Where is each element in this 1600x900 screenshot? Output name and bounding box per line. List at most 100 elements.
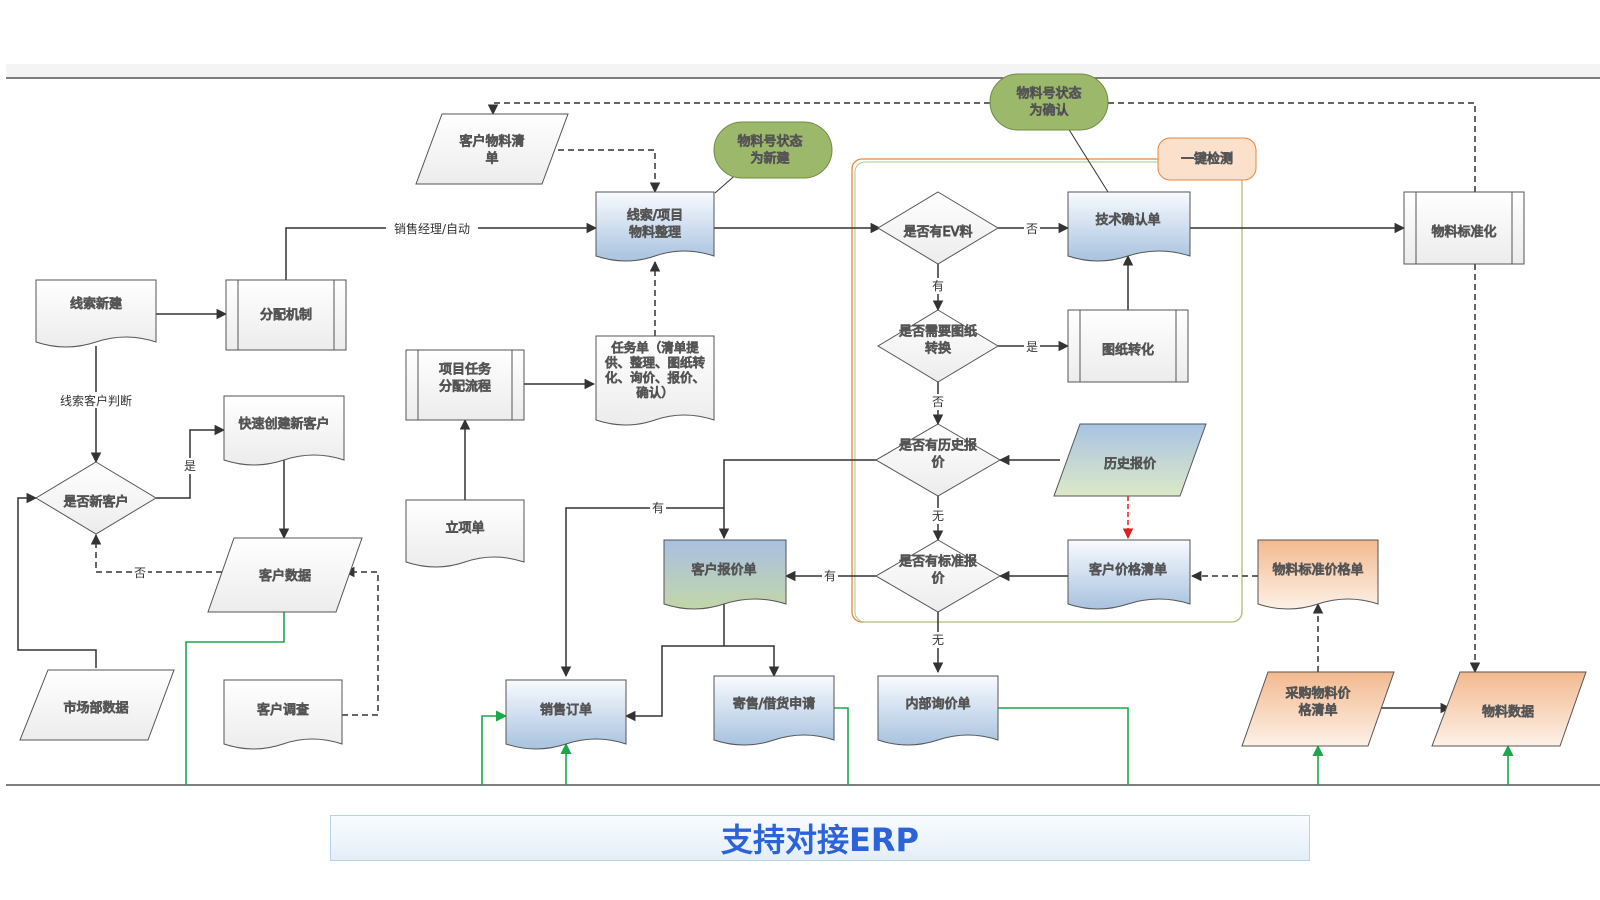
node-customer-price-list-label: 客户价格清单 [1089, 562, 1167, 578]
label-line: 价 [931, 572, 944, 587]
label-line: 寄售/借货申请 [733, 696, 815, 712]
label-line: 技术确认单 [1095, 213, 1160, 228]
node-customer-survey-label: 客户调查 [257, 702, 309, 718]
decision-is-ev: 是否有EV料 [877, 191, 999, 265]
node-quick-create-customer-label: 快速创建新客户 [238, 416, 329, 432]
node-customer-material-list: 客户物料清单 [415, 113, 569, 185]
node-material-std-price: 物料标准价格单 [1257, 539, 1379, 610]
erp-line-inquiry [998, 707, 1129, 785]
decision-has-standard-quote: 是否有标准报价 [875, 539, 1001, 613]
label-line: 确认） [636, 385, 674, 400]
label-lead-customer-judge: 线索客户判断 [60, 393, 132, 408]
label-hasstd-none: 无 [932, 633, 944, 647]
label-newcust-yes: 是 [184, 459, 196, 473]
node-drawing-convert: 图纸转化 [1067, 309, 1189, 383]
node-assign-mechanism: 分配机制 [225, 279, 347, 351]
decision-has-history-quote-label: 是否有历史报价 [899, 439, 977, 471]
decision-has-history-quote: 是否有历史报价 [875, 423, 1001, 497]
label-ev-no: 否 [1026, 222, 1038, 236]
node-history-quote: 历史报价 [1053, 423, 1207, 497]
label-line: 是否有EV料 [903, 225, 972, 240]
one-click-check-region-inner [854, 161, 1243, 623]
label-line: 是否有历史报 [899, 439, 977, 454]
label-line: 是否需要图纸 [899, 325, 977, 340]
erp-line-sales-left [481, 710, 508, 785]
node-purchase-price-list-label: 采购物料价格清单 [1285, 686, 1350, 719]
node-project-task-flow: 项目任务分配流程 [405, 349, 525, 421]
label-line: 市场部数据 [63, 700, 128, 716]
label-line: 采购物料价 [1285, 686, 1350, 702]
node-task-sheet-label: 任务单（清单提供、整理、图纸转化、询价、报价、确认） [605, 340, 705, 400]
tag-status-new: 物料号状态为新建 [713, 121, 833, 179]
node-material-data-label: 物料数据 [1482, 705, 1534, 720]
label-line: 内部询价单 [905, 696, 970, 712]
label-line: 任务单（清单提 [611, 340, 699, 355]
node-project-task-flow-label: 项目任务分配流程 [439, 362, 491, 395]
label-hashist-have: 有 [652, 501, 664, 515]
node-internal-inquiry: 内部询价单 [877, 675, 999, 746]
label-line: 客户物料清 [459, 134, 524, 150]
label-line: 化、询价、报价、 [605, 370, 705, 385]
tag-status-confirm-label: 物料号状态为确认 [1016, 87, 1081, 119]
label-line: 是否有标准报 [899, 555, 977, 570]
node-tech-confirm-label: 技术确认单 [1095, 213, 1160, 228]
label-line: 客户报价单 [691, 562, 756, 578]
decision-has-standard-quote-label: 是否有标准报价 [899, 555, 977, 587]
label-line: 物料标准化 [1431, 225, 1496, 240]
node-material-std-price-label: 物料标准价格单 [1272, 562, 1363, 578]
label-line: 为确认 [1029, 104, 1068, 119]
label-line: 项目任务 [439, 362, 491, 378]
label-line: 单 [485, 152, 498, 167]
label-line: 价 [931, 456, 944, 471]
node-project-sheet-label: 立项单 [445, 521, 484, 536]
edges [17, 102, 1481, 722]
edge-assign-to-sort [285, 222, 598, 280]
label-drawing-yes: 是 [1026, 340, 1038, 354]
label-line: 立项单 [445, 521, 484, 536]
node-market-data: 市场部数据 [19, 669, 175, 741]
label-line: 线索新建 [70, 296, 122, 312]
node-customer-data-label: 客户数据 [259, 568, 311, 584]
label-hasstd-have: 有 [824, 569, 836, 583]
erp-banner-text: 支持对接ERP [721, 821, 919, 859]
label-line: 为新建 [750, 151, 789, 167]
node-lead-material-sort: 线索/项目物料整理 [595, 191, 715, 262]
node-drawing-convert-label: 图纸转化 [1102, 343, 1154, 358]
label-line: 物料数据 [1482, 705, 1534, 720]
node-sales-order: 销售订单 [505, 679, 627, 750]
label-line: 客户价格清单 [1089, 562, 1167, 578]
top-band [6, 64, 1600, 78]
edge-quote-to-consign [724, 645, 780, 678]
erp-lines [185, 612, 1514, 785]
decision-is-new-customer: 是否新客户 [35, 461, 157, 535]
node-tech-confirm: 技术确认单 [1067, 191, 1191, 262]
erp-line-consign [834, 707, 849, 785]
label-line: 分配机制 [260, 308, 312, 323]
node-customer-survey: 客户调查 [223, 679, 343, 750]
label-line: 图纸转化 [1102, 343, 1154, 358]
node-market-data-label: 市场部数据 [63, 700, 128, 716]
erp-line-customer-data [185, 612, 285, 785]
label-line: 客户调查 [257, 702, 309, 718]
node-customer-quote: 客户报价单 [663, 539, 787, 610]
label-line: 客户数据 [259, 568, 311, 584]
label-line: 分配流程 [439, 380, 491, 395]
decision-need-drawing: 是否需要图纸转换 [877, 309, 999, 383]
label-line: 物料整理 [629, 226, 681, 241]
node-material-standardize-label: 物料标准化 [1431, 225, 1496, 240]
tag-status-confirm: 物料号状态为确认 [989, 73, 1109, 131]
label-line: 转换 [925, 342, 951, 357]
label-line: 是否新客户 [63, 494, 128, 510]
node-consign-apply-label: 寄售/借货申请 [733, 696, 815, 712]
label-line: 销售订单 [540, 702, 592, 718]
label-ev-yes: 有 [932, 279, 944, 293]
label-drawing-no: 否 [932, 395, 944, 409]
edge-quote-to-sales [624, 604, 725, 722]
node-customer-material-list-label: 客户物料清单 [459, 134, 524, 167]
node-purchase-price-list: 采购物料价格清单 [1241, 671, 1395, 747]
decision-is-ev-label: 是否有EV料 [903, 225, 972, 240]
node-project-sheet: 立项单 [405, 499, 525, 568]
label-sales-manager-auto: 销售经理/自动 [394, 221, 470, 236]
label-line: 物料号状态 [737, 135, 802, 150]
